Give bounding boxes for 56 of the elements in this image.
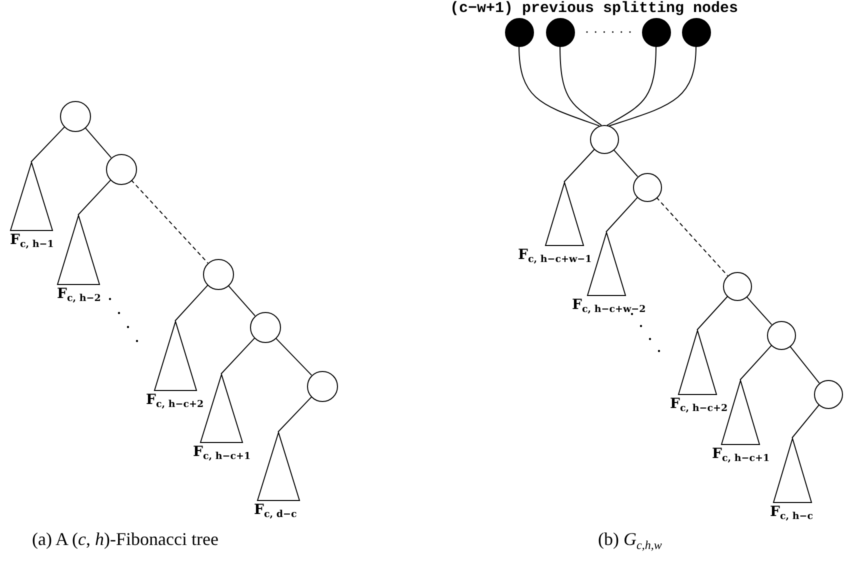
branch-line [30,126,66,162]
subtree-triangle [10,162,52,230]
branch-line [608,46,696,126]
branch-line [792,404,820,438]
subtree-triangle [544,182,584,246]
subtree-label: F$_{c, h−c+2}$ [670,396,728,416]
splitting-node [682,18,710,46]
branch-line [220,337,256,374]
subtree-triangle [154,320,196,390]
subtree-label: F$_{c, d−c}$ [254,502,297,522]
dashed-branch-line [130,180,208,264]
branch-line [612,148,638,178]
tree-node [306,370,338,402]
figure-caption: (b) G$_{c,h,w}$ [598,529,662,554]
dashed-branch-line [656,196,728,276]
tree-node [814,380,842,408]
branch-line [560,46,602,126]
branch-line [84,126,112,158]
branch-line [174,284,208,322]
branch-line [518,46,600,126]
branch-line [78,179,112,216]
subtree-triangle [256,432,300,500]
subtree-label: F$_{c, h−1}$ [10,232,54,252]
subtree-triangle [772,438,812,502]
subtree-triangle [678,330,716,394]
tree-node [722,272,752,300]
tree-node [766,320,796,350]
branch-line [278,396,312,432]
subtree-label: F$_{c, h−2}$ [57,286,101,306]
branch-line [274,337,312,376]
subtree-label: F$_{c, h−c+1}$ [193,444,251,464]
subtree-triangle [56,214,100,284]
tree-node [106,154,136,184]
figure-caption: (a) A (c, h)-Fibonacci tree [32,529,218,549]
branch-line [564,148,595,182]
tree-node [250,312,280,342]
tree-node [632,172,662,202]
branch-line [696,296,728,330]
subtree-label: F$_{c, h−c+w−1}$ [518,247,592,267]
branch-line [740,344,772,380]
tree-node [60,100,90,132]
branch-line [746,296,772,326]
subtree-label: F$_{c, h−c+2}$ [146,392,204,412]
tree-node [202,258,234,290]
subtree-label: F$_{c, h−c+1}$ [712,446,770,466]
branch-line [606,46,656,126]
group-heading: (c−w+1) previous splitting nodes [450,0,738,17]
subtree-label: F$_{c, h−c}$ [770,504,814,524]
tree-node [590,124,618,154]
subtree-label: F$_{c, h−c+w−2}$ [572,297,646,317]
branch-line [789,345,820,384]
splitting-node [642,18,670,46]
branch-line [606,196,638,232]
branch-line [227,284,256,316]
splitting-node [546,18,574,46]
splitting-node [504,18,534,46]
